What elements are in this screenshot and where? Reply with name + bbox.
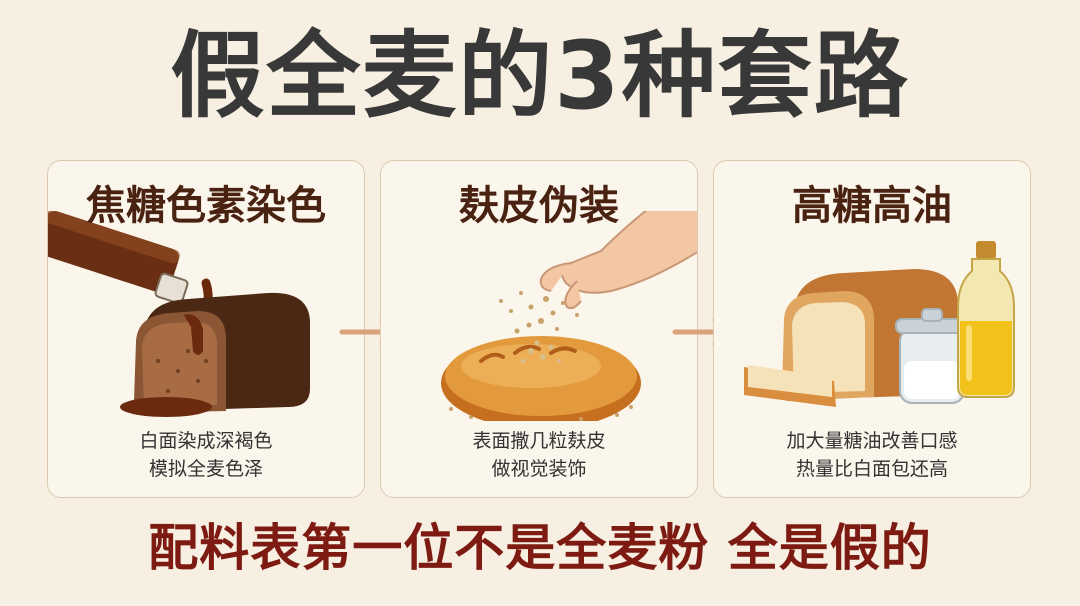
bread-slice-icon (744, 365, 836, 407)
bran-bread-illustration (441, 211, 697, 421)
card-description: 加大量糖油改善口感 热量比白面包还高 (786, 430, 958, 480)
oil-bottle-icon (957, 241, 1015, 398)
sugar-oil-bread-illustration (744, 241, 1015, 407)
syrup-bottle-icon (48, 211, 189, 305)
card-heading: 麸皮伪装 (459, 183, 619, 229)
card-description: 白面染成深褐色 模拟全麦色泽 (139, 430, 273, 480)
card-heading: 高糖高油 (792, 183, 952, 229)
card-high-sugar-oil: 高糖高油 加大量糖油改善口感 热量比白面包还高 (713, 160, 1031, 498)
bottom-warning: 配料表第一位不是全麦粉 全是假的 (148, 519, 932, 577)
card-heading: 焦糖色素染色 (86, 183, 326, 229)
golden-bread-icon (441, 336, 641, 421)
card-caramel-coloring: 焦糖色素染色 白面染成深褐色 模拟全麦色泽 (47, 160, 365, 498)
page-title: 假全麦的3种套路 (170, 22, 910, 131)
dark-bread-icon (134, 292, 310, 413)
caramel-bread-illustration (48, 211, 310, 417)
card-description: 表面撒几粒麸皮 做视觉装饰 (472, 430, 606, 480)
hand-icon (539, 211, 697, 310)
card-bran-disguise: 麸皮伪装 (380, 160, 698, 498)
sugar-jar-icon (895, 308, 969, 404)
